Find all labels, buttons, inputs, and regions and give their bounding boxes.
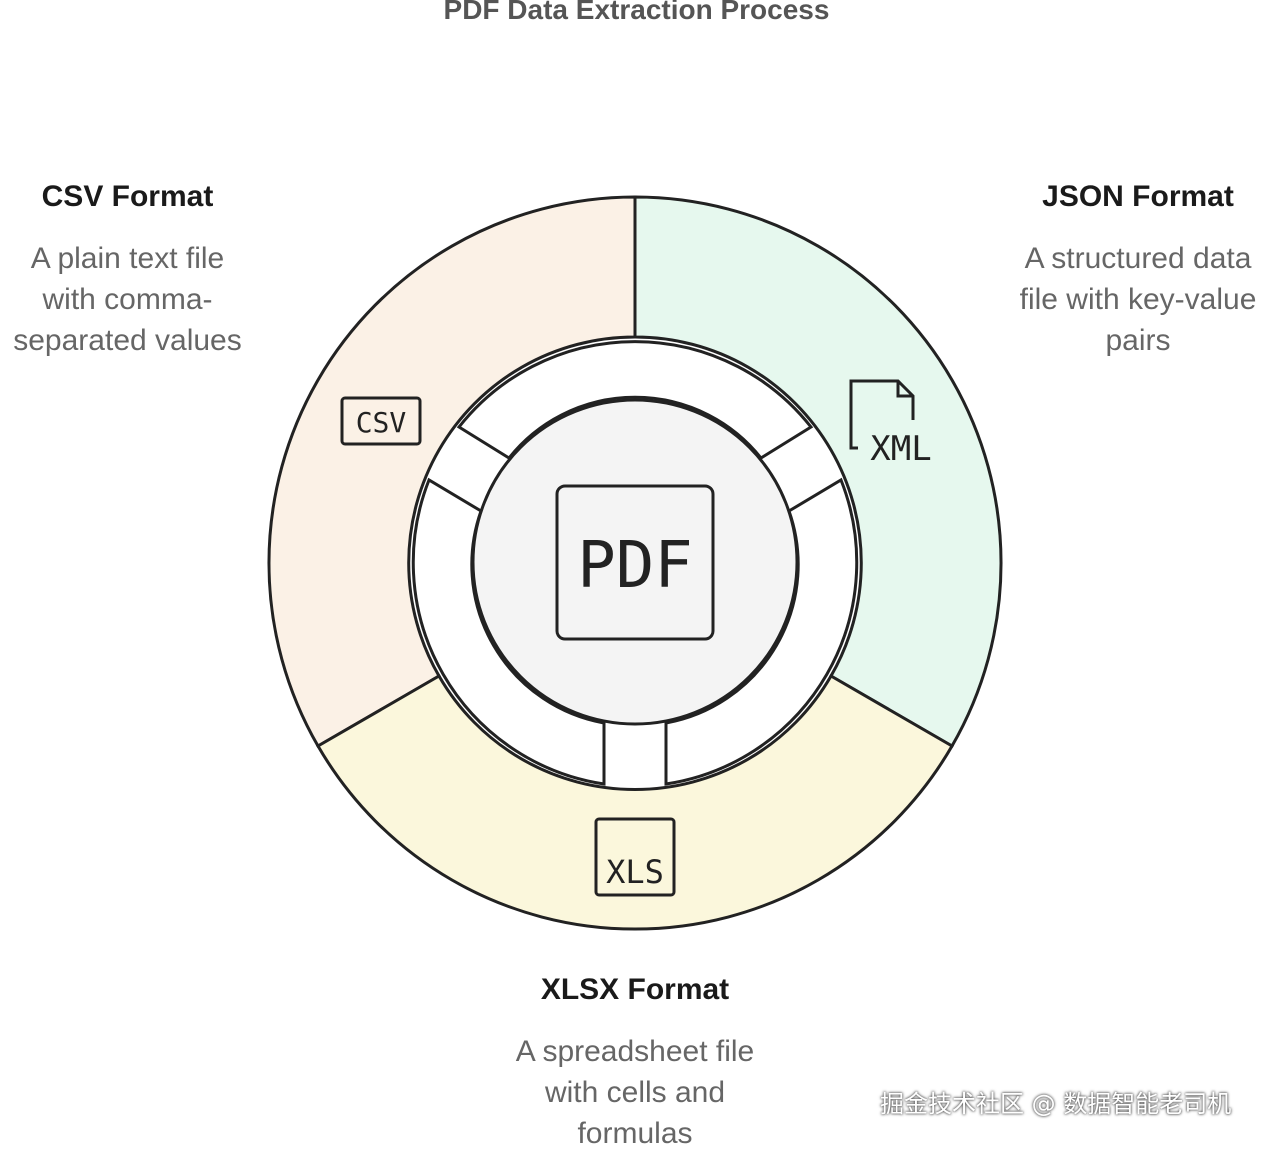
xml-file-icon: XML: [849, 379, 932, 469]
xls-icon-label: XLS: [606, 853, 664, 891]
xls-icon: XLS: [594, 817, 676, 897]
inner-arc-left: [411, 477, 606, 786]
csv-heading: CSV Format: [41, 180, 214, 213]
inner-arc-right: [664, 477, 859, 786]
csv-desc-line: with comma-: [42, 283, 213, 316]
xlsx-heading: XLSX Format: [540, 973, 730, 1006]
csv-icon: CSV: [340, 396, 422, 446]
json-description: A structured data file with key-value pa…: [1003, 238, 1273, 361]
csv-segment: [267, 195, 637, 749]
json-heading: JSON Format: [1042, 180, 1234, 213]
json-desc-line: A structured data: [1024, 242, 1252, 275]
csv-description: A plain text file with comma- separated …: [0, 238, 255, 361]
json-desc-line: file with key-value: [1019, 283, 1257, 316]
xlsx-segment: [315, 673, 955, 931]
xlsx-description: A spreadsheet file with cells and formul…: [485, 1031, 785, 1154]
csv-icon-label: CSV: [356, 406, 407, 439]
json-desc-line: pairs: [1105, 324, 1171, 357]
json-segment: [633, 195, 1003, 749]
xlsx-desc-line: with cells and: [544, 1076, 726, 1109]
watermark: 掘金技术社区 @ 数据智能老司机: [880, 1090, 1232, 1118]
xlsx-desc-line: formulas: [577, 1117, 693, 1150]
xml-icon-label: XML: [870, 429, 931, 469]
csv-desc-line: A plain text file: [30, 242, 225, 275]
pdf-label: PDF: [577, 529, 693, 603]
diagram-title: PDF Data Extraction Process: [443, 0, 830, 25]
xlsx-desc-line: A spreadsheet file: [515, 1035, 755, 1068]
pdf-center-circle: [471, 398, 799, 726]
pdf-icon: [555, 484, 715, 641]
inner-arc-top: [456, 340, 814, 460]
csv-desc-line: separated values: [13, 324, 242, 357]
